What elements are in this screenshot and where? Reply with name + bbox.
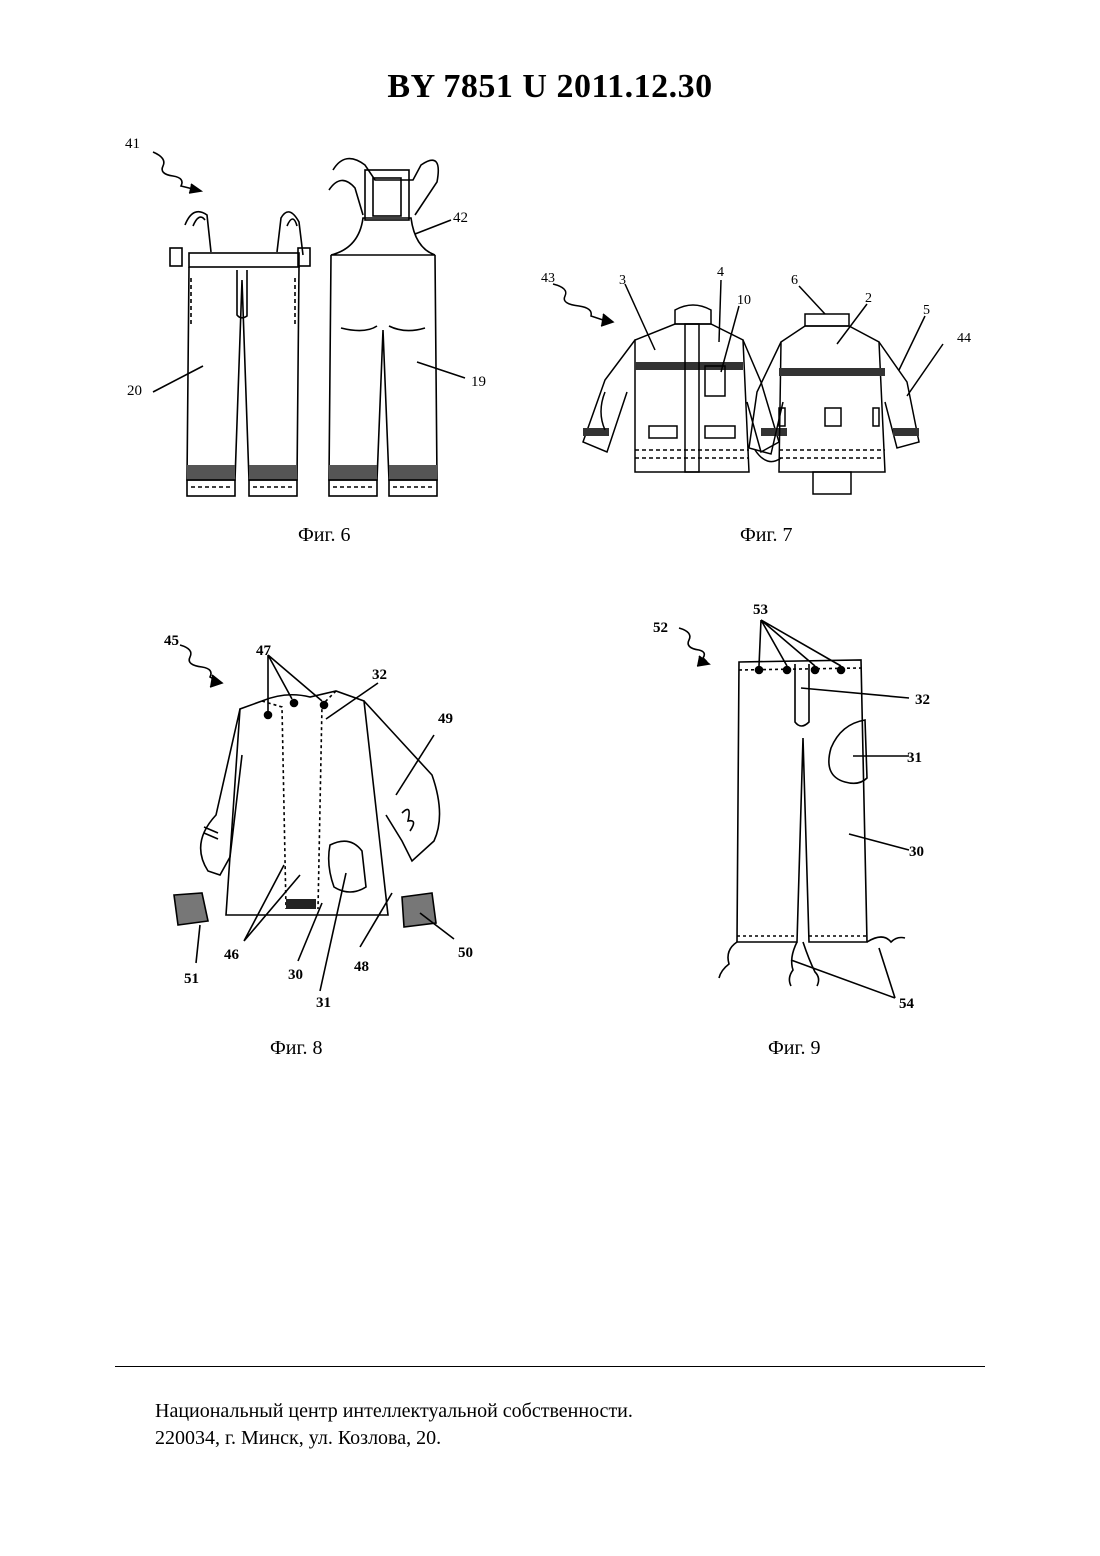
figure-6-caption: Фиг. 6 — [298, 524, 350, 547]
label-53: 53 — [753, 602, 768, 618]
footer: Национальный центр интеллектуальной собс… — [155, 1398, 633, 1452]
inner-trousers-drawing: 52 53 32 31 30 54 — [645, 598, 955, 1018]
label-6: 6 — [791, 273, 798, 288]
label-45: 45 — [164, 633, 179, 649]
label-41: 41 — [125, 136, 140, 152]
label-48: 48 — [354, 959, 369, 975]
label-52: 52 — [653, 620, 668, 636]
label-4: 4 — [717, 265, 724, 280]
label-30: 30 — [288, 967, 303, 983]
footer-address: 220034, г. Минск, ул. Козлова, 20. — [155, 1425, 633, 1452]
label-32: 32 — [915, 692, 930, 708]
label-19: 19 — [471, 374, 486, 390]
figure-9-caption: Фиг. 9 — [768, 1037, 820, 1060]
label-54: 54 — [899, 996, 915, 1012]
label-31: 31 — [907, 750, 922, 766]
figure-9-drawing: 52 53 32 31 30 54 — [645, 598, 955, 1018]
inner-jacket-drawing: 45 47 32 49 46 30 31 48 50 51 — [150, 625, 500, 1020]
label-31: 31 — [316, 995, 331, 1011]
figure-8-drawing: 45 47 32 49 46 30 31 48 50 51 — [150, 625, 500, 1020]
label-30: 30 — [909, 844, 924, 860]
patent-header: BY 7851 U 2011.12.30 — [0, 68, 1100, 106]
label-44: 44 — [957, 331, 971, 346]
label-49: 49 — [438, 711, 453, 727]
label-47: 47 — [256, 643, 272, 659]
jacket-drawing: 43 3 4 10 6 2 5 44 — [535, 262, 985, 502]
footer-organization: Национальный центр интеллектуальной собс… — [155, 1398, 633, 1425]
figure-7-caption: Фиг. 7 — [740, 524, 792, 547]
label-51: 51 — [184, 971, 199, 987]
figure-6-drawing: 41 42 20 19 — [115, 130, 505, 510]
label-3: 3 — [619, 273, 626, 288]
label-32: 32 — [372, 667, 387, 683]
label-46: 46 — [224, 947, 240, 963]
label-10: 10 — [737, 293, 751, 308]
label-20: 20 — [127, 383, 142, 399]
label-43: 43 — [541, 271, 555, 286]
label-50: 50 — [458, 945, 473, 961]
footer-divider — [115, 1366, 985, 1367]
label-2: 2 — [865, 291, 872, 306]
label-5: 5 — [923, 303, 930, 318]
label-42: 42 — [453, 210, 468, 226]
figure-7-drawing: 43 3 4 10 6 2 5 44 — [535, 262, 985, 502]
overalls-drawing: 41 42 20 19 — [115, 130, 505, 510]
figure-8-caption: Фиг. 8 — [270, 1037, 322, 1060]
